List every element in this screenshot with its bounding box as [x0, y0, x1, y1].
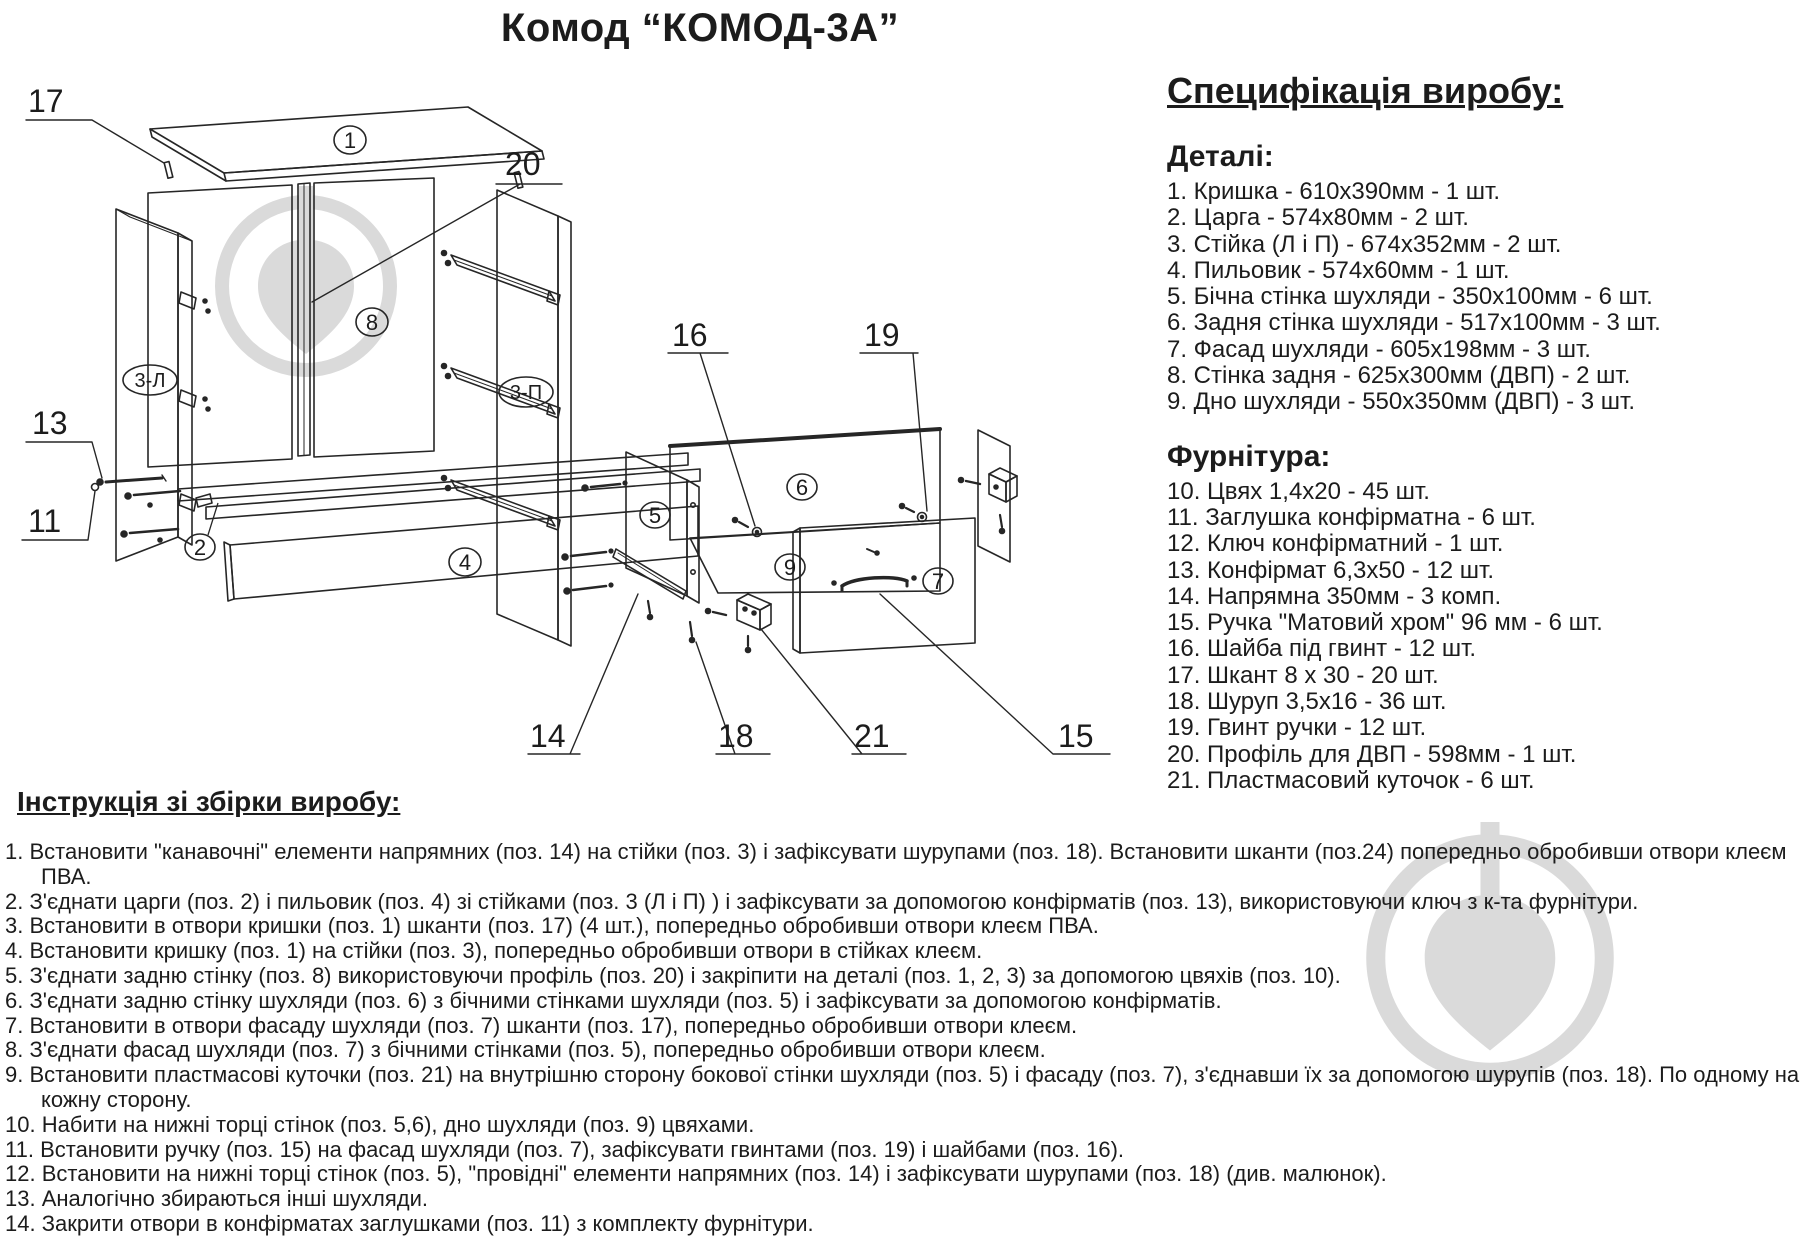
instruction-step: 7. Встановити в отвори фасаду шухляди (п…: [5, 1012, 1078, 1038]
back-wall-left: [147, 184, 293, 468]
instruction-step: 5. З'єднати задню стінку (поз. 8) викори…: [5, 962, 1341, 988]
left-side-panel: [115, 208, 211, 562]
callout-13: 13: [32, 405, 68, 441]
detail-item: 4. Пильовик - 574х60мм - 1 шт.: [1167, 256, 1510, 284]
detail-item: 7. Фасад шухляди - 605х198мм - 3 шт.: [1167, 335, 1591, 363]
dowel-pin: [513, 170, 524, 190]
callout-17: 17: [28, 83, 64, 119]
callout-11: 11: [28, 503, 61, 539]
instruction-step: 14. Закрити отвори в конфірматах заглушк…: [5, 1210, 814, 1236]
details-heading: Деталі:: [1167, 140, 1274, 173]
callout-20: 20: [505, 146, 541, 182]
detail-item: 8. Стінка задня - 625х300мм (ДВП) - 2 шт…: [1167, 362, 1631, 390]
hardware-item: 16. Шайба під гвинт - 12 шт.: [1167, 635, 1477, 663]
hdf-profile: [297, 182, 311, 457]
instructions-steps: 1. Встановити "канавочні" елементи напря…: [5, 839, 1805, 1237]
hardware-item: 10. Цвях 1,4х20 - 45 шт.: [1167, 477, 1430, 505]
drawer-facade-panel: [792, 517, 976, 654]
drawer-bottom-panel: [689, 522, 941, 594]
specification-panel: Специфікація виробу: Деталі: 1. Кришка -…: [1167, 70, 1811, 794]
hardware-item: 17. Шкант 8 х 30 - 20 шт.: [1167, 661, 1439, 689]
part-label-dust-board: 4: [459, 550, 471, 575]
hardware-item: 21. Пластмасовий куточок - 6 шт.: [1167, 766, 1535, 794]
part-label-drawer-facade: 7: [932, 569, 944, 594]
slide-rail-on-drawer: [612, 548, 696, 644]
hardware-list: 10. Цвях 1,4х20 - 45 шт.11. Заглушка кон…: [1167, 477, 1811, 795]
detail-item: 1. Кришка - 610х390мм - 1 шт.: [1167, 178, 1501, 205]
hardware-item: 13. Конфірмат 6,3х50 - 12 шт.: [1167, 556, 1495, 584]
drawer-slide-rails: [440, 249, 561, 531]
watermark-logo-top: [222, 186, 390, 370]
part-label-side-left: 3-Л: [135, 370, 166, 392]
callout-21: 21: [854, 718, 890, 754]
callout-leaders: [21, 119, 1111, 755]
instruction-step: 6. З'єднати задню стінку шухляди (поз. 6…: [5, 987, 1222, 1013]
right-side-panel: [496, 189, 572, 647]
callout-15: 15: [1058, 718, 1094, 754]
hardware-item: 19. Гвинт ручки - 12 шт.: [1167, 714, 1427, 742]
top-panel-part: [149, 106, 545, 182]
instructions-section: Інструкція зі збірки виробу: 1. Встанови…: [5, 786, 1805, 1237]
part-number-bubbles: [122, 125, 954, 595]
callout-16: 16: [672, 317, 708, 353]
detail-item: 6. Задня стінка шухляди - 517х100мм - 3 …: [1167, 309, 1661, 337]
drawer-handle: [831, 575, 917, 593]
drawer-side-right-piece: [957, 429, 1018, 563]
back-wall-right: [313, 177, 435, 458]
hardware-item: 12. Ключ конфірматний - 1 шт.: [1167, 530, 1504, 558]
callout-14: 14: [530, 718, 566, 754]
instruction-step: 2. З'єднати царги (поз. 2) і пильовик (п…: [5, 888, 1639, 914]
instruction-step: 10. Набити на нижні торці стінок (поз. 5…: [5, 1111, 755, 1137]
drawer-side-panel: [625, 451, 700, 604]
part-label-drawer-side: 5: [649, 503, 661, 528]
washer-and-handle-screws: [731, 502, 928, 556]
hardware-item: 14. Напрямна 350мм - 3 комп.: [1167, 582, 1502, 610]
instruction-step: 3. Встановити в отвори кришки (поз. 1) ш…: [5, 913, 1099, 939]
callout-18: 18: [718, 718, 754, 754]
instruction-step: 13. Аналогічно збираються інші шухляди.: [5, 1186, 429, 1212]
plastic-corner-block: [704, 593, 772, 654]
instruction-step: 11. Встановити ручку (поз. 15) на фасад …: [5, 1136, 1125, 1162]
instruction-step: 12. Встановити на нижні торці стінок (по…: [5, 1161, 1387, 1187]
page-title: Комод “КОМОД-3А”: [500, 6, 900, 50]
specification-heading: Специфікація виробу:: [1167, 70, 1564, 111]
detail-item: 3. Стійка (Л і П) - 674х352мм - 2 шт.: [1167, 230, 1562, 258]
instructions-heading: Інструкція зі збірки виробу:: [17, 786, 401, 817]
instruction-step: 4. Встановити кришку (поз. 1) на стійки …: [5, 938, 983, 964]
instruction-step: 9. Встановити пластмасові куточки (поз. …: [5, 1062, 1800, 1112]
detail-item: 5. Бічна стінка шухляди - 350х100мм - 6 …: [1167, 283, 1653, 311]
confirmat-screws: [90, 474, 182, 538]
details-list: 1. Кришка - 610х390мм - 1 шт.2. Царга - …: [1167, 178, 1811, 416]
dowel-pin: [163, 160, 174, 180]
hardware-item: 15. Ручка "Матовий хром" 96 мм - 6 шт.: [1167, 609, 1603, 637]
instruction-step: 8. З'єднати фасад шухляди (поз. 7) з біч…: [5, 1037, 1046, 1063]
hardware-heading: Фурнітура:: [1167, 439, 1331, 473]
part-label-drawer-bottom: 9: [784, 555, 796, 580]
part-label-drawer-back: 6: [796, 475, 808, 500]
instruction-step: 1. Встановити "канавочні" елементи напря…: [5, 839, 1787, 889]
rail-tsarga: [177, 452, 701, 520]
hardware-item: 11. Заглушка конфірматна - 6 шт.: [1167, 503, 1536, 531]
dust-board: [223, 505, 699, 602]
detail-item: 2. Царга - 574х80мм - 2 шт.: [1167, 204, 1469, 232]
part-label-side-right: 3-П: [510, 382, 542, 404]
callout-19: 19: [864, 317, 900, 353]
hardware-item: 20. Профіль для ДВП - 598мм - 1 шт.: [1167, 740, 1577, 768]
part-label-back-wall: 8: [366, 310, 378, 335]
part-label-top-panel: 1: [344, 128, 356, 153]
hardware-item: 18. Шуруп 3,5х16 - 36 шт.: [1167, 688, 1447, 716]
part-label-rail: 2: [194, 535, 206, 560]
detail-item: 9. Дно шухляди - 550х350мм (ДВП) - 3 шт.: [1167, 388, 1636, 416]
